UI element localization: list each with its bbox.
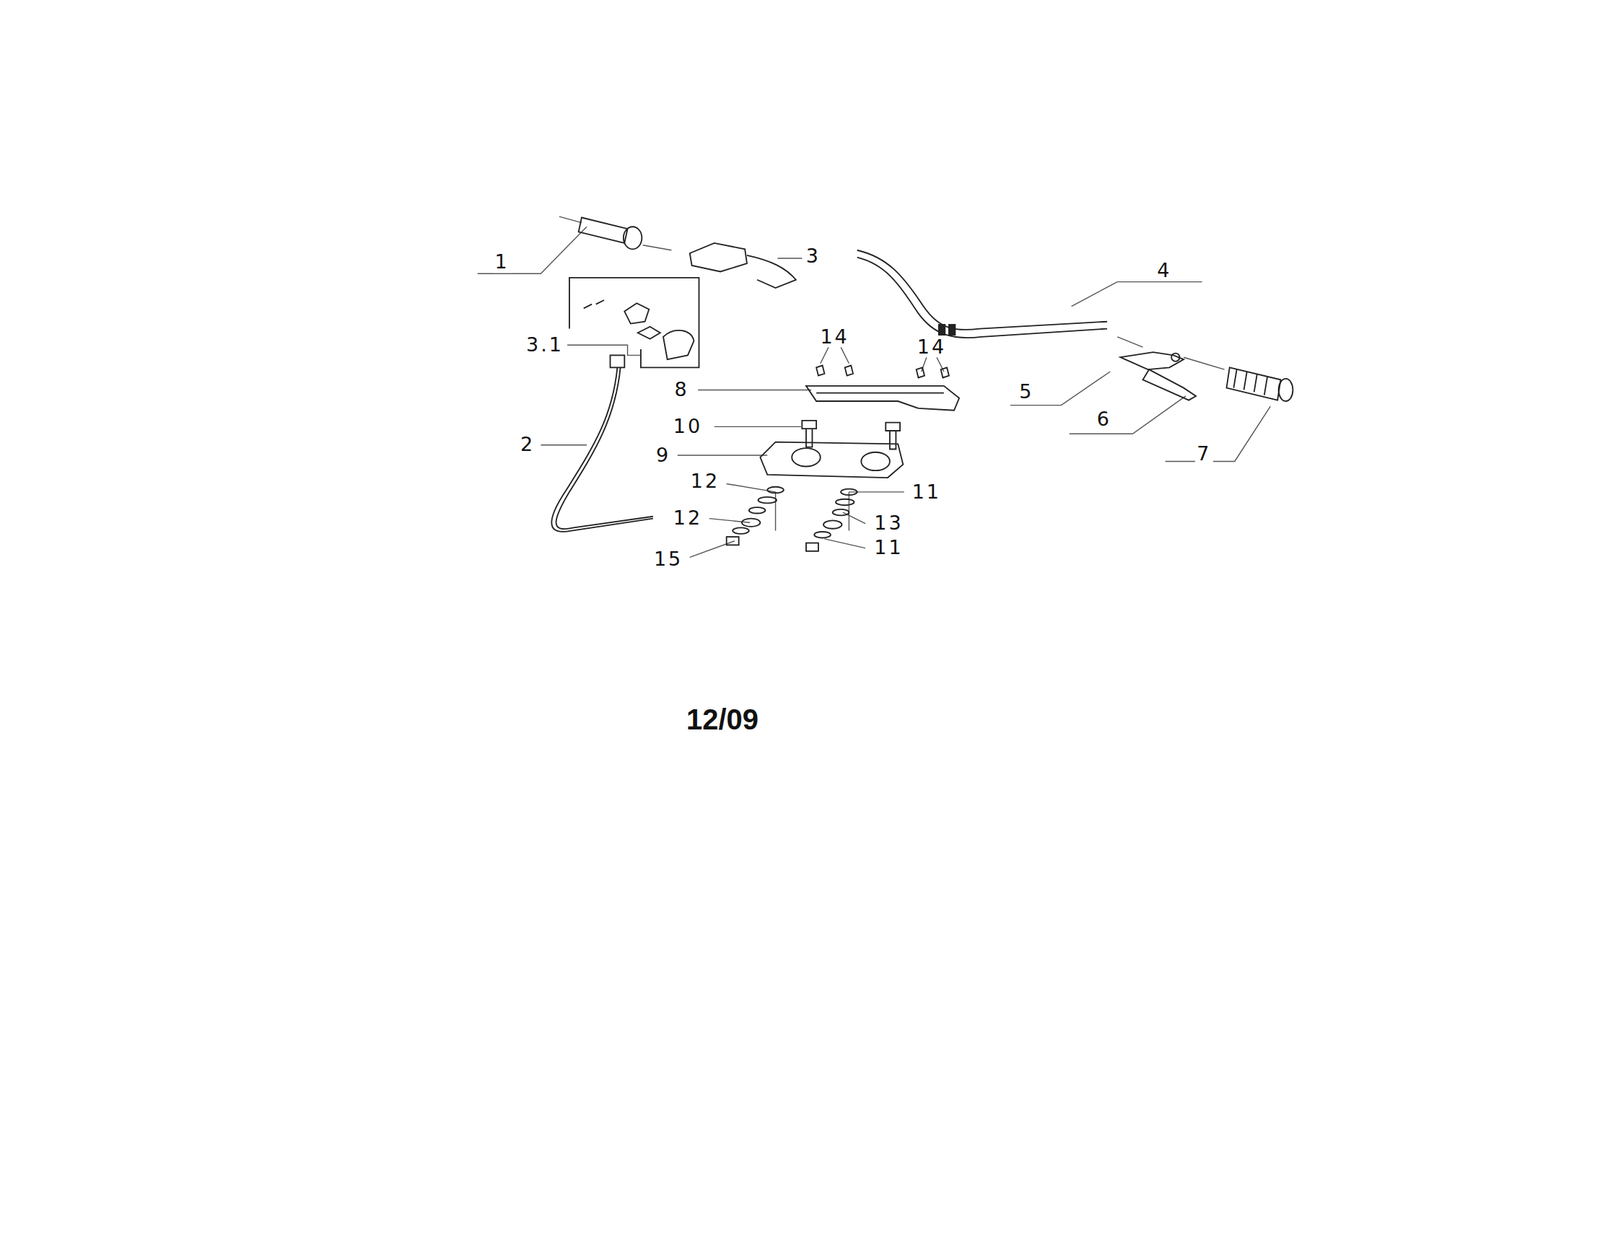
callout-number: 15 (652, 548, 685, 571)
callout-number: 4 (1155, 259, 1173, 282)
date-stamp: 12/09 (684, 703, 760, 736)
callout-number: 9 (654, 444, 672, 467)
callout-number: 13 (872, 512, 905, 535)
callout-number: 3.1 (524, 334, 566, 356)
callout-number: 3 (804, 245, 823, 268)
callout-number: 5 (1017, 381, 1035, 403)
callout-number: 6 (1095, 408, 1113, 431)
callout-number: 10 (671, 415, 704, 438)
callout-number: 14 (818, 326, 851, 348)
callout-number: 12 (689, 471, 721, 493)
callout-number: 11 (872, 536, 905, 559)
callout-number: 2 (518, 434, 537, 457)
callout-number: 1 (493, 251, 511, 274)
callout-number: 14 (915, 336, 948, 358)
callout-number: 11 (910, 481, 943, 504)
callout-number: 8 (672, 378, 690, 401)
callout-number: 7 (1195, 443, 1213, 465)
callout-number: 12 (671, 507, 704, 530)
